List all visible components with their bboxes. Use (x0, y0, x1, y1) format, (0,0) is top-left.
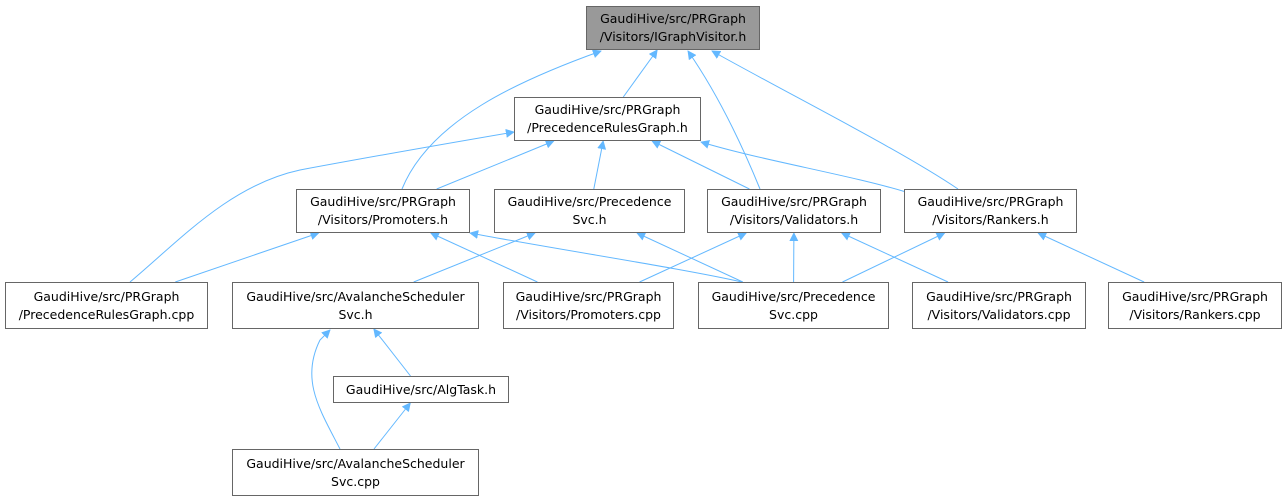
edge-promoters-h-to-precedencerulesgraph-h (436, 139, 555, 190)
edge-rankers-h-to-igraphvisitor (711, 50, 959, 190)
node-algtask-h[interactable]: GaudiHive/src/AlgTask.h (333, 376, 509, 403)
node-label-line: /Visitors/Promoters.h (317, 212, 449, 227)
node-label-line: /PrecedenceRulesGraph.h (527, 120, 688, 135)
node-label-line: /PrecedenceRulesGraph.cpp (18, 306, 195, 322)
node-label-line: GaudiHive/src/PRGraph (515, 288, 662, 304)
edge-promoters-cpp-to-promoters-h (429, 232, 538, 283)
edge-validators-h-to-precedencerulesgraph-h (651, 140, 750, 190)
node-label-line: GaudiHive/src/PRGraph (917, 194, 1064, 209)
node-label-line: Svc.cpp (331, 473, 380, 489)
node-label-line: GaudiHive/src/PRGraph (926, 288, 1072, 304)
node-validators-cpp[interactable]: GaudiHive/src/PRGraph/Visitors/Validator… (912, 282, 1086, 329)
edge-precedencesvc-cpp-to-promoters-h (469, 230, 743, 283)
edge-precedencesvc-cpp-to-precedencesvc-h (636, 232, 744, 283)
node-promoters-h[interactable]: GaudiHive/src/PRGraph/Visitors/Promoters… (296, 189, 470, 233)
node-precedencerulesgraph-cpp[interactable]: GaudiHive/src/PRGraph/PrecedenceRulesGra… (5, 282, 208, 329)
node-label-line: GaudiHive/src/PRGraph (33, 288, 180, 304)
node-label-line: Svc.h (572, 212, 607, 227)
node-label-line: /Visitors/IGraphVisitor.h (599, 29, 747, 44)
edge-validators-cpp-to-validators-h (840, 232, 949, 283)
node-rankers-cpp[interactable]: GaudiHive/src/PRGraph/Visitors/Rankers.c… (1108, 282, 1282, 329)
edge-avalanchescheduler-cpp-to-avalanchescheduler-h (311, 329, 341, 450)
node-label-line: /Visitors/Rankers.h (932, 212, 1049, 227)
node-label-line: GaudiHive/src/PRGraph (310, 194, 456, 209)
node-label-line: Svc.h (338, 306, 373, 322)
node-label-line: /Visitors/Validators.cpp (927, 306, 1071, 322)
node-promoters-cpp[interactable]: GaudiHive/src/PRGraph/Visitors/Promoters… (503, 282, 674, 329)
node-precedencerulesgraph-h[interactable]: GaudiHive/src/PRGraph/PrecedenceRulesGra… (514, 97, 701, 141)
edge-rankers-h-to-precedencerulesgraph-h (700, 140, 907, 193)
edge-precedencesvc-h-to-precedencerulesgraph-h (593, 140, 607, 190)
edge-precedencesvc-cpp-to-rankers-h (842, 232, 946, 283)
node-rankers-h[interactable]: GaudiHive/src/PRGraph/Visitors/Rankers.h (904, 189, 1077, 233)
edge-avalanchescheduler-h-to-precedencesvc-h (413, 231, 536, 283)
node-label-line: /Visitors/Validators.h (729, 212, 859, 227)
node-label-line: GaudiHive/src/AvalancheScheduler (246, 455, 465, 471)
edge-precedencerulesgraph-h-to-igraphvisitor (622, 49, 658, 98)
node-label-line: GaudiHive/src/Precedence (711, 288, 876, 304)
edge-validators-h-to-igraphvisitor (687, 50, 761, 190)
edge-promoters-h-to-igraphvisitor (401, 49, 602, 190)
node-label-line: GaudiHive/src/AvalancheScheduler (246, 288, 465, 304)
node-label-line: Svc.cpp (769, 306, 818, 322)
edge-avalanchescheduler-cpp-to-algtask-h (373, 402, 411, 450)
node-label-line: /Visitors/Promoters.cpp (516, 306, 661, 322)
edge-rankers-cpp-to-rankers-h (1037, 232, 1145, 283)
edge-promoters-cpp-to-validators-h (639, 232, 748, 283)
edge-precedencerulesgraph-cpp-to-promoters-h (175, 231, 320, 283)
node-validators-h[interactable]: GaudiHive/src/PRGraph/Visitors/Validator… (707, 189, 881, 233)
node-igraphvisitor[interactable]: GaudiHive/src/PRGraph/Visitors/IGraphVis… (586, 6, 760, 50)
edge-algtask-h-to-avalanchescheduler-h (373, 328, 411, 377)
node-label-line: GaudiHive/src/PRGraph (534, 102, 681, 117)
node-label-line: /Visitors/Rankers.cpp (1129, 306, 1261, 322)
node-label-line: GaudiHive/src/PRGraph (1122, 288, 1268, 304)
node-label-line: GaudiHive/src/PRGraph (600, 11, 746, 26)
node-label-line: GaudiHive/src/AlgTask.h (345, 381, 497, 397)
node-label-line: GaudiHive/src/Precedence (507, 194, 672, 209)
node-label-line: GaudiHive/src/PRGraph (721, 194, 867, 209)
edge-precedencerulesgraph-cpp-to-precedencerulesgraph-h (129, 128, 515, 283)
